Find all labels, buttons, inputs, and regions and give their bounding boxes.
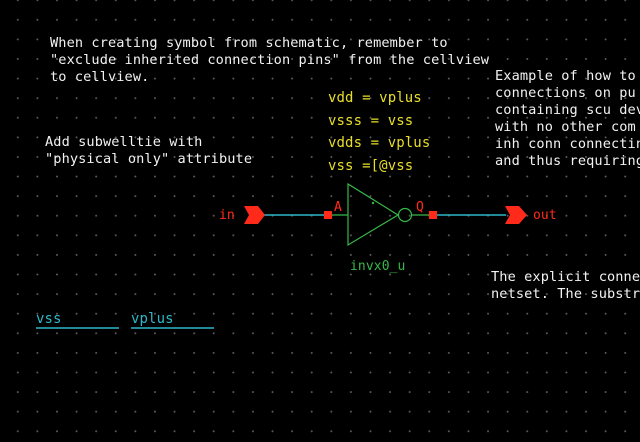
subwelltie-note-line-2: "physical only" attribute: [45, 151, 253, 167]
terminal-q-label: Q: [416, 200, 424, 215]
symbol-note-line-2: "exclude inherited connection pins" from…: [50, 52, 490, 68]
vss-wire-label[interactable]: vss: [36, 311, 62, 327]
example-note-line-6: and thus requiring: [495, 153, 640, 169]
netset-line-2: vsss = vss: [328, 112, 414, 129]
netset-line-4: vss =[@vss: [328, 157, 414, 174]
terminal-q-icon[interactable]: [429, 211, 437, 219]
explicit-note-line-2: netset. The substro: [491, 286, 640, 302]
inverter-origin-marker: [371, 201, 375, 205]
example-note-line-5: inh conn connectin: [495, 136, 640, 152]
terminal-a-label: A: [334, 200, 342, 215]
example-note-line-2: connections on pu: [495, 85, 636, 101]
inverter-triangle-icon: [347, 182, 400, 247]
example-note-line-3: containing scu dev: [495, 102, 640, 118]
symbol-note-line-3: to cellview.: [50, 69, 150, 85]
output-pin-label: out: [533, 208, 557, 223]
input-pin-label: in: [219, 208, 235, 223]
subwelltie-note-line-1: Add subwelltie with: [45, 134, 203, 150]
vplus-wire-label[interactable]: vplus: [131, 311, 174, 327]
output-pin-icon[interactable]: [505, 206, 527, 224]
example-note-line-4: with no other com: [495, 119, 636, 135]
inverter-instance[interactable]: [331, 182, 430, 247]
inverter-bubble-icon: [397, 207, 413, 223]
instance-name-label: invx0_u: [350, 259, 406, 274]
netset-line-1: vdd = vplus: [328, 90, 422, 106]
example-note-line-1: Example of how to: [495, 68, 636, 84]
terminal-a-icon[interactable]: [324, 211, 332, 219]
netset-line-3: vdds = vplus: [328, 135, 431, 151]
symbol-note-line-1: When creating symbol from schematic, rem…: [50, 35, 448, 51]
input-pin-icon[interactable]: [244, 206, 265, 224]
explicit-note-line-1: The explicit connec: [491, 269, 640, 285]
